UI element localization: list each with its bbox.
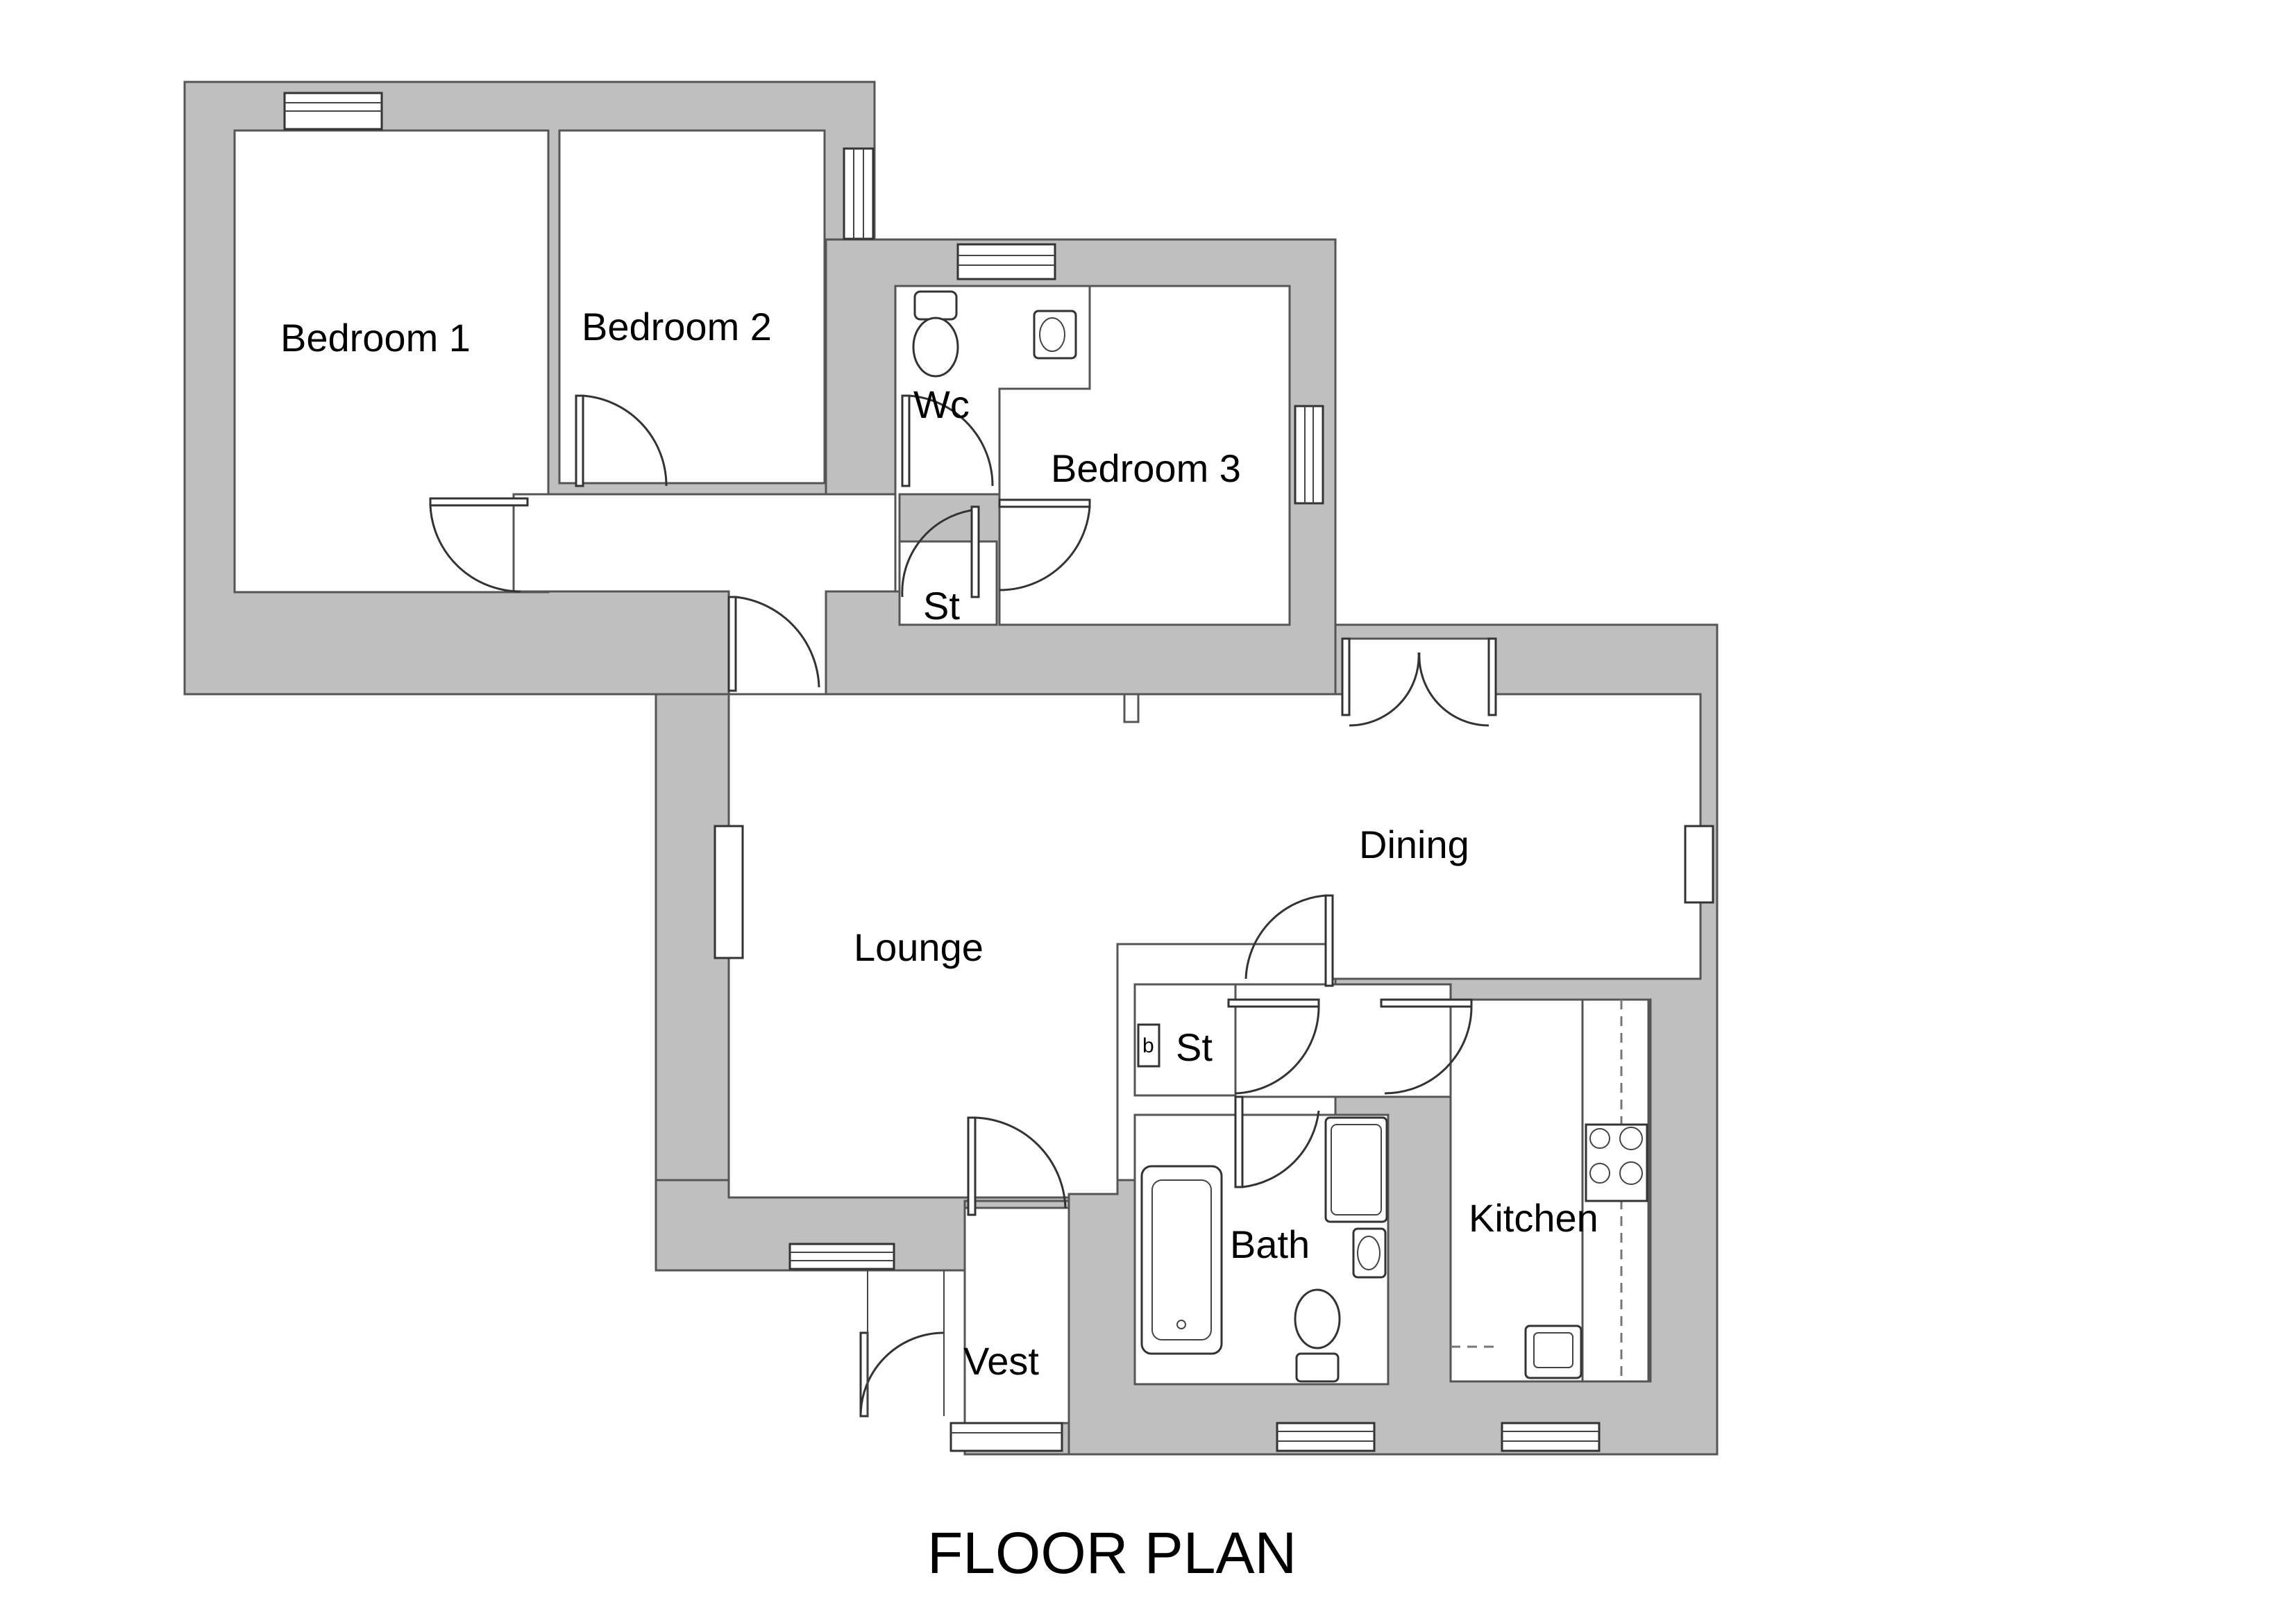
label-kitchen: Kitchen [1469,1196,1598,1240]
fixtures [867,290,1648,1416]
label-lounge: Lounge [854,925,984,969]
plan-title: FLOOR PLAN [927,1520,1297,1586]
label-boiler: b [1142,1034,1154,1057]
boiler-box [1137,1023,1160,1068]
bath-toilet-icon [1294,1288,1341,1349]
label-store-south: St [1176,1025,1213,1069]
label-bedroom-2: Bedroom 2 [582,305,772,348]
windows [283,92,1714,1452]
hob-icon [1585,1123,1648,1202]
wc-basin-icon [1033,310,1077,360]
label-store-north: St [923,584,960,628]
label-dining: Dining [1359,823,1469,866]
bathtub-icon [1140,1165,1223,1355]
label-bedroom-1: Bedroom 1 [280,316,471,360]
room-labels: Bedroom 1 Bedroom 2 Bedroom 3 Wc St Loun… [280,305,1598,1383]
label-vest: Vest [963,1339,1039,1383]
shower-tray-icon [1324,1116,1388,1223]
doors [429,394,1497,1418]
wc-toilet-bowl-icon [912,317,959,378]
label-wc: Wc [913,382,970,426]
wc-toilet-cistern-icon [913,290,958,321]
sink-icon [1524,1325,1582,1379]
label-bath: Bath [1230,1222,1310,1266]
label-bedroom-3: Bedroom 3 [1051,446,1241,490]
